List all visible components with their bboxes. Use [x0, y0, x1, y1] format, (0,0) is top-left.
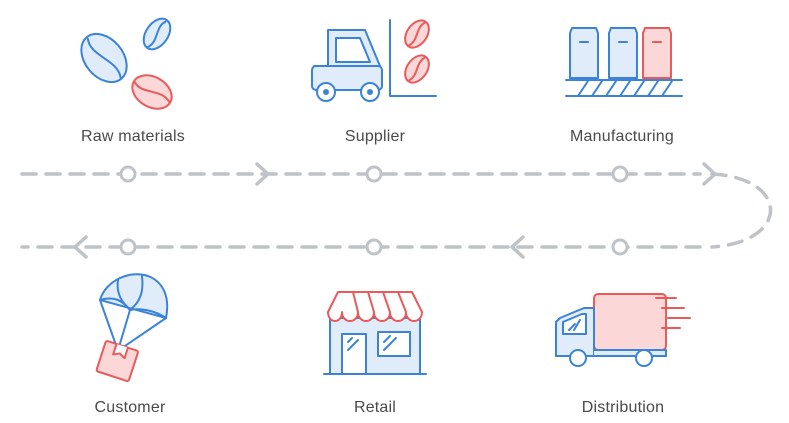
- waypoint-distribution: [611, 238, 629, 256]
- loop-curve: [710, 172, 772, 249]
- flow-arrow-left-icon: [73, 235, 88, 259]
- conveyor-packages-icon: [565, 27, 683, 97]
- stage-label-manufacturing: Manufacturing: [570, 128, 674, 145]
- parachute-package-icon: [95, 273, 169, 382]
- waypoint-supplier: [365, 165, 383, 183]
- stage-label-distribution: Distribution: [581, 399, 665, 416]
- coffee-beans-icon: [80, 17, 173, 110]
- stage-label-retail: Retail: [353, 399, 397, 416]
- flow-arrow-right-icon: [702, 162, 717, 186]
- waypoint-manufacturing: [611, 165, 629, 183]
- stage-label-supplier: Supplier: [344, 128, 406, 145]
- waypoint-retail: [365, 238, 383, 256]
- flow-arrow-left-icon: [510, 235, 525, 259]
- forklift-icon: [311, 19, 437, 102]
- delivery-truck-icon: [555, 293, 691, 367]
- stage-label-customer: Customer: [94, 399, 166, 416]
- storefront-icon: [323, 291, 427, 375]
- flow-arrow-right-icon: [255, 162, 270, 186]
- stage-label-raw-materials: Raw materials: [81, 128, 185, 145]
- waypoint-customer: [119, 238, 137, 256]
- waypoint-raw-materials: [119, 165, 137, 183]
- flow-path: [20, 172, 772, 249]
